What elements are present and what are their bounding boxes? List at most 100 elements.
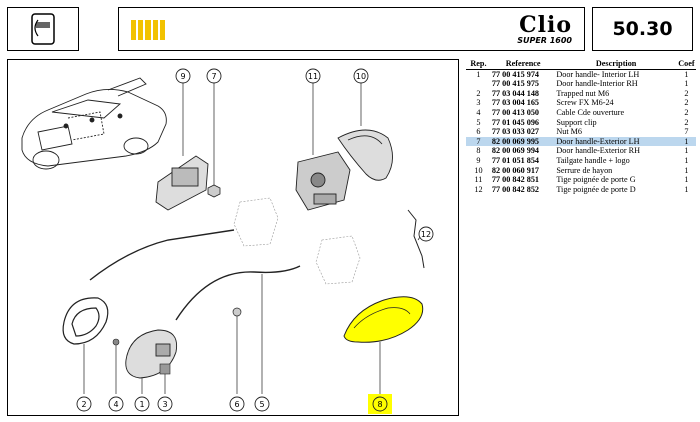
callout-circle (76, 396, 92, 412)
callout-label: 9 (180, 72, 185, 81)
callout-label: 4 (113, 400, 118, 409)
cell-rep: 12 (474, 184, 483, 194)
table-row[interactable]: 12 77 00 842 852 Tige poignée de porte D 1 (466, 185, 696, 195)
cell-desc: Cable Cde ouverture (556, 107, 625, 117)
cell-ref: 82 00 069 995 (490, 136, 556, 147)
table-row[interactable]: 11 77 00 842 851 Tige poignée de porte G 1 (466, 175, 696, 185)
part-10-handle (337, 129, 393, 181)
cell-ref: 77 01 045 096 (491, 117, 539, 127)
table-row[interactable]: 5 77 01 045 096 Support clip 2 (466, 118, 696, 128)
callout-label: 7 (211, 72, 216, 81)
door-frame-sketch (233, 197, 361, 285)
header-icon-box (7, 7, 79, 51)
cell-coef: 1 (684, 184, 689, 194)
part-8-exterior-handle (343, 296, 424, 343)
cell-rep: 11 (474, 175, 483, 185)
cell-ref: 77 00 413 050 (491, 107, 539, 117)
logo-brand: Clio (519, 12, 572, 38)
cell-desc: Trapped nut M6 (556, 88, 610, 98)
cell-desc: Door handle-Exterior RH (556, 146, 640, 156)
part-4-screw (112, 338, 120, 394)
callout-circle (175, 68, 191, 84)
cell-desc: Screw FX M6-24 (556, 98, 614, 108)
cell-rep: 5 (476, 117, 481, 127)
part-9-tailgate-handle (155, 155, 209, 211)
callout-circle (229, 396, 245, 412)
table-row[interactable]: 1 77 00 415 974 Door handle- Interior LH 1 (466, 69, 696, 79)
cell-rep: 4 (476, 107, 481, 117)
part-7-nut (207, 184, 221, 198)
cell-coef: 2 (684, 88, 689, 98)
cell-desc: Tailgate handle + logo (556, 155, 630, 165)
page-code: 50.30 (612, 18, 673, 40)
car-illustration (21, 77, 167, 170)
cell-desc: Support clip (556, 117, 597, 127)
parts-table-header: Rep. Reference Description Coef (466, 59, 696, 70)
col-desc: Description (555, 59, 677, 70)
callout-circle (206, 68, 222, 84)
cell-ref: 77 03 033 027 (491, 127, 539, 137)
cell-coef: 2 (684, 98, 689, 108)
callout-label: 6 (234, 400, 239, 409)
cell-rep: 7 (466, 136, 491, 147)
table-row[interactable]: 10 82 00 060 917 Serrure de hayon 1 (466, 166, 696, 176)
callout-circle (157, 396, 173, 412)
logo-sub: SUPER 1600 (517, 36, 572, 45)
cell-rep: 1 (476, 69, 481, 79)
callout-circle (372, 396, 388, 412)
callout-label: 10 (356, 72, 366, 81)
cell-coef: 2 (684, 117, 689, 127)
cell-desc: Tige poignée de porte D (556, 184, 636, 194)
cell-ref: 77 03 004 165 (491, 98, 539, 108)
cell-coef: 1 (684, 155, 689, 165)
cell-desc: Nut M6 (556, 127, 583, 137)
cell-rep: 6 (476, 127, 481, 137)
header-title-box: Clio SUPER 1600 (118, 7, 585, 51)
cell-desc: Door handle- Interior LH (556, 69, 640, 79)
cell-ref: 77 00 842 852 (491, 184, 539, 194)
callout-label: 2 (81, 400, 86, 409)
cell-coef: 1 (684, 165, 689, 175)
part-2-bezel (62, 297, 109, 345)
part-4-cable-2 (175, 265, 301, 321)
cell-coef: 1 (684, 146, 689, 156)
cell-desc: Door handle-Interior RH (556, 79, 638, 89)
cell-rep: 9 (476, 155, 481, 165)
col-ref: Reference (490, 59, 556, 70)
cell-coef: 1 (684, 69, 689, 79)
cell-ref: 77 00 415 974 (491, 69, 539, 79)
page-code-box: 50.30 (592, 7, 693, 51)
cell-ref: 82 00 060 917 (491, 165, 539, 175)
cell-coef: 1 (684, 175, 689, 185)
part-11-lock (295, 151, 351, 211)
cell-ref: 82 00 069 994 (491, 146, 539, 156)
cell-coef: 1 (676, 136, 696, 147)
cell-coef: 2 (684, 107, 689, 117)
cell-desc: Tige poignée de porte G (556, 175, 636, 185)
table-row[interactable]: 4 77 00 413 050 Cable Cde ouverture 2 (466, 108, 696, 118)
cell-rep: 10 (474, 165, 483, 175)
callout-circle (305, 68, 321, 84)
cell-ref: 77 00 842 851 (491, 175, 539, 185)
cell-desc: Serrure de hayon (556, 165, 613, 175)
door-handle-icon (31, 13, 55, 45)
col-coef: Coef (676, 59, 696, 70)
col-rep: Rep. (466, 59, 491, 70)
callout-circle (254, 396, 270, 412)
callout-circle (418, 226, 434, 242)
cell-rep: 2 (476, 88, 481, 98)
part-4-cable (89, 229, 235, 281)
part-12-rod (407, 209, 425, 269)
callout-label: 8 (377, 400, 382, 409)
brand-stripes-icon (131, 20, 166, 40)
